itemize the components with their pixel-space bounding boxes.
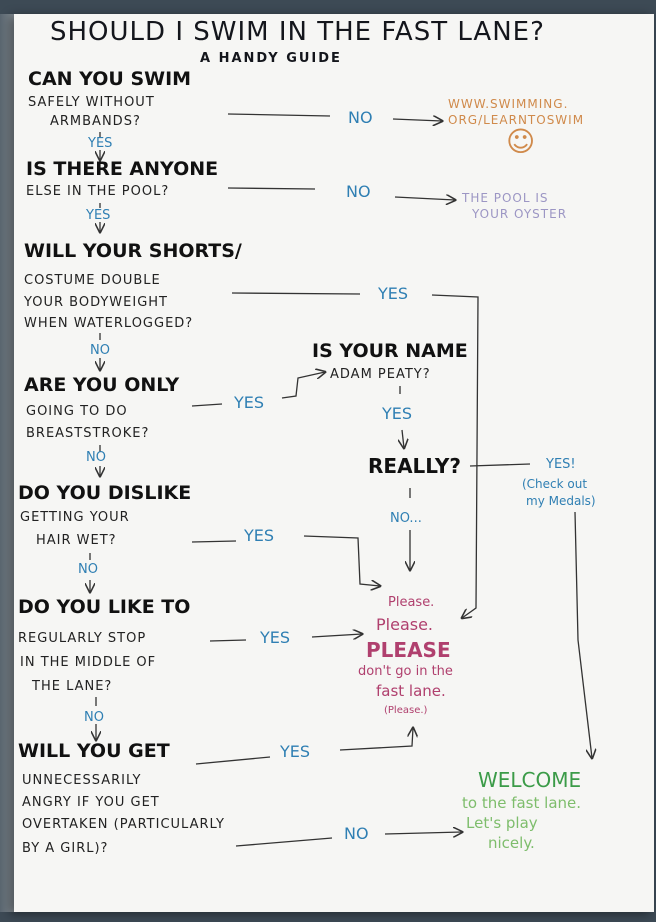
please-line-3: PLEASE <box>366 638 451 662</box>
q7-line-2: ANGRY IF YOU GET <box>22 795 160 810</box>
adam-title: IS YOUR NAME <box>312 340 468 362</box>
please-line-6: (Please.) <box>384 705 428 716</box>
welcome-line-2: Let's play <box>466 814 538 832</box>
q3-yes-line <box>231 292 361 295</box>
q5-yes-label: YES <box>244 526 275 545</box>
q6-line-2: IN THE MIDDLE OF <box>20 655 157 670</box>
page-title: SHOULD I SWIM IN THE FAST LANE? <box>50 17 545 47</box>
q6-yes-line <box>209 639 247 642</box>
medals-line-2: my Medals) <box>526 494 596 508</box>
smiley-icon: ☺ <box>506 125 536 158</box>
q1-no-line <box>227 113 331 117</box>
please-line-5: fast lane. <box>376 682 446 700</box>
q3-yes-path <box>431 294 479 618</box>
really-yes-label: YES! <box>546 457 576 472</box>
q7-line-3: OVERTAKEN (PARTICULARLY <box>22 817 225 832</box>
q6-yes-arrow <box>311 634 362 637</box>
q5-title: DO YOU DISLIKE <box>18 482 192 504</box>
q3-line-2: YOUR BODYWEIGHT <box>24 295 168 310</box>
q7-line-4: BY A GIRL)? <box>22 841 109 856</box>
q4-title: ARE YOU ONLY <box>24 374 180 396</box>
really-title: REALLY? <box>368 454 461 478</box>
really-no-label: NO... <box>390 511 422 526</box>
q5-line-2: HAIR WET? <box>36 533 117 548</box>
notebook-spine <box>0 14 16 912</box>
please-line-1: Please. <box>388 595 435 610</box>
q2-no-label: NO <box>346 182 371 201</box>
medals-line-1: (Check out <box>522 477 588 491</box>
q1-no-arrow <box>392 119 442 121</box>
q5-yes-line <box>191 540 237 543</box>
q2-yes-label: YES <box>86 208 111 223</box>
welcome-line-3: nicely. <box>488 834 535 852</box>
welcome-line-1: to the fast lane. <box>462 794 582 812</box>
q7-title: WILL YOU GET <box>18 740 170 762</box>
q4-yes-path <box>281 372 325 399</box>
q1-no-label: NO <box>348 108 373 127</box>
oyster-line-1: THE POOL IS <box>462 191 549 205</box>
really-yes-path <box>574 511 592 758</box>
q7-yes-label: YES <box>280 742 311 761</box>
adam-yes-arrow <box>402 429 404 448</box>
q5-no-label: NO <box>78 562 98 577</box>
q2-no-line <box>227 187 316 190</box>
q7-line-1: UNNECESSARILY <box>22 773 142 788</box>
q2-title: IS THERE ANYONE <box>26 158 219 180</box>
q1-line-2: ARMBANDS? <box>50 114 141 129</box>
oyster-line-2: YOUR OYSTER <box>472 207 568 221</box>
q5-line-1: GETTING YOUR <box>20 510 130 525</box>
q3-no-label: NO <box>90 343 110 358</box>
q1-line-1: SAFELY WITHOUT <box>28 95 155 110</box>
q6-title: DO YOU LIKE TO <box>18 596 191 618</box>
please-line-4: don't go in the <box>358 664 453 679</box>
please-line-2: Please. <box>376 615 434 634</box>
really-yes-line <box>469 463 531 467</box>
adam-line-1: ADAM PEATY? <box>330 367 431 382</box>
q4-yes-label: YES <box>234 393 265 412</box>
q1-yes-label: YES <box>88 136 113 151</box>
q6-yes-label: YES <box>260 628 291 647</box>
q3-line-3: WHEN WATERLOGGED? <box>24 316 194 331</box>
q6-line-1: REGULARLY STOP <box>18 631 147 646</box>
learn-to-swim-line-2: ORG/LEARNTOSWIM <box>448 113 585 127</box>
welcome-title: WELCOME <box>478 768 582 792</box>
q4-yes-line <box>191 403 223 407</box>
q1-title: CAN YOU SWIM <box>28 68 192 90</box>
q3-title: WILL YOUR SHORTS/ <box>24 240 242 262</box>
q3-line-1: COSTUME DOUBLE <box>24 273 161 288</box>
q4-line-2: BREASTSTROKE? <box>26 426 150 441</box>
q4-line-1: GOING TO DO <box>26 404 128 419</box>
q7-no-arrow <box>384 832 462 834</box>
adam-yes-label: YES <box>382 404 413 423</box>
q7-yes-line <box>195 756 271 765</box>
q6-line-3: THE LANE? <box>32 679 113 694</box>
q7-no-label: NO <box>344 824 369 843</box>
paper-sheet <box>14 14 654 912</box>
q2-no-arrow <box>394 197 455 200</box>
q5-yes-path <box>303 535 380 586</box>
q7-yes-path <box>339 728 413 751</box>
q2-line-1: ELSE IN THE POOL? <box>26 184 170 199</box>
q3-yes-label: YES <box>378 284 409 303</box>
page-subtitle: A HANDY GUIDE <box>200 51 342 66</box>
q4-no-label: NO <box>86 450 106 465</box>
q6-no-label: NO <box>84 710 104 725</box>
q7-no-line <box>235 837 333 847</box>
learn-to-swim-line-1: WWW.SWIMMING. <box>448 97 569 111</box>
